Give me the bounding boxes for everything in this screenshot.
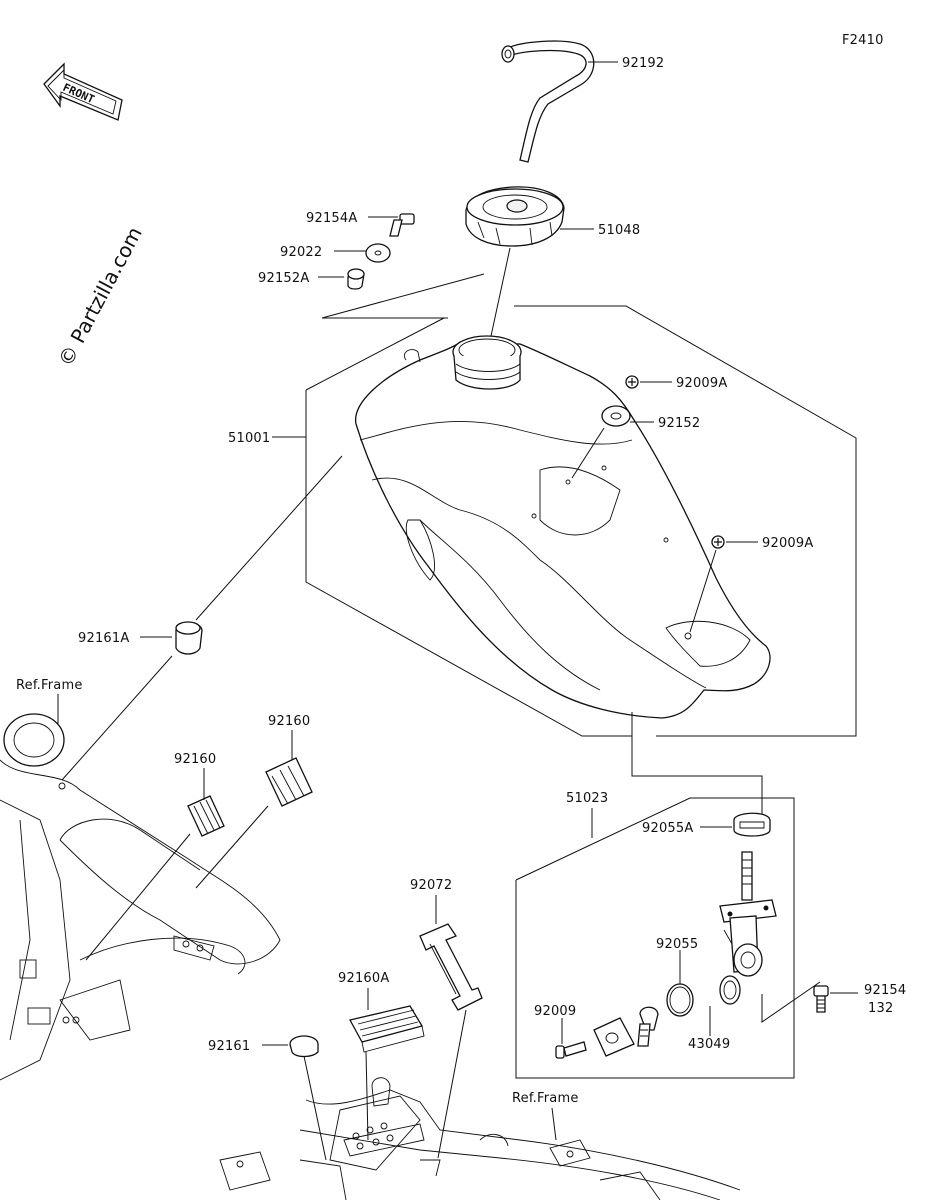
- label-92072: 92072: [410, 878, 452, 893]
- damper-92161a: [175, 621, 203, 655]
- label-92160-1: 92160: [174, 752, 216, 767]
- screw-92009a-2: [711, 535, 725, 549]
- ref-frame-label-1: Ref.Frame: [16, 678, 83, 693]
- pad-92160-2: [265, 757, 313, 807]
- damper-92161: [289, 1035, 319, 1058]
- label-92154a: 92154A: [306, 211, 357, 226]
- label-51001: 51001: [228, 431, 270, 446]
- collar-92152a: [347, 268, 365, 290]
- label-51023: 51023: [566, 791, 608, 806]
- label-92009: 92009: [534, 1004, 576, 1019]
- ref-frame-label-2: Ref.Frame: [512, 1091, 579, 1106]
- oring-92055: [666, 983, 694, 1017]
- label-92192: 92192: [622, 56, 664, 71]
- label-92161: 92161: [208, 1039, 250, 1054]
- breather-hose: [501, 40, 595, 163]
- plate-part: [593, 1017, 635, 1057]
- lever-part: [637, 1006, 659, 1047]
- label-92160-2: 92160: [268, 714, 310, 729]
- label-92022: 92022: [280, 245, 322, 260]
- watermark: © Partzilla.com: [53, 223, 147, 371]
- label-92055a: 92055A: [642, 821, 693, 836]
- label-92154: 92154: [864, 983, 906, 998]
- washer-92152: [601, 405, 631, 427]
- screw-92009: [555, 1041, 587, 1059]
- bolt-92154: [813, 985, 829, 1013]
- screw-92009a-1: [625, 375, 639, 389]
- band-92072: [419, 923, 483, 1011]
- label-92154-qty: 132: [868, 1001, 893, 1016]
- washer-92022: [365, 243, 391, 263]
- bolt-92154a: [389, 213, 415, 237]
- fuel-cock: [719, 851, 777, 977]
- clip-43049: [719, 975, 741, 1005]
- front-arrow-icon: FRONT: [43, 62, 123, 121]
- label-43049: 43049: [688, 1037, 730, 1052]
- pad-92160-1: [187, 795, 225, 837]
- frame-top-left: [0, 713, 281, 1081]
- label-92055: 92055: [656, 937, 698, 952]
- label-92152a: 92152A: [258, 271, 309, 286]
- label-92152: 92152: [658, 416, 700, 431]
- label-51048: 51048: [598, 223, 640, 238]
- label-92160a: 92160A: [338, 971, 389, 986]
- label-92009a-2: 92009A: [762, 536, 813, 551]
- tank-cap: [465, 186, 565, 247]
- fuel-tank: [355, 335, 771, 719]
- frame-bottom: [219, 1077, 741, 1200]
- pad-92160a: [349, 1005, 425, 1053]
- label-92009a-1: 92009A: [676, 376, 727, 391]
- diagram-code: F2410: [842, 33, 884, 48]
- label-92161a: 92161A: [78, 631, 129, 646]
- gasket-92055a: [733, 812, 771, 837]
